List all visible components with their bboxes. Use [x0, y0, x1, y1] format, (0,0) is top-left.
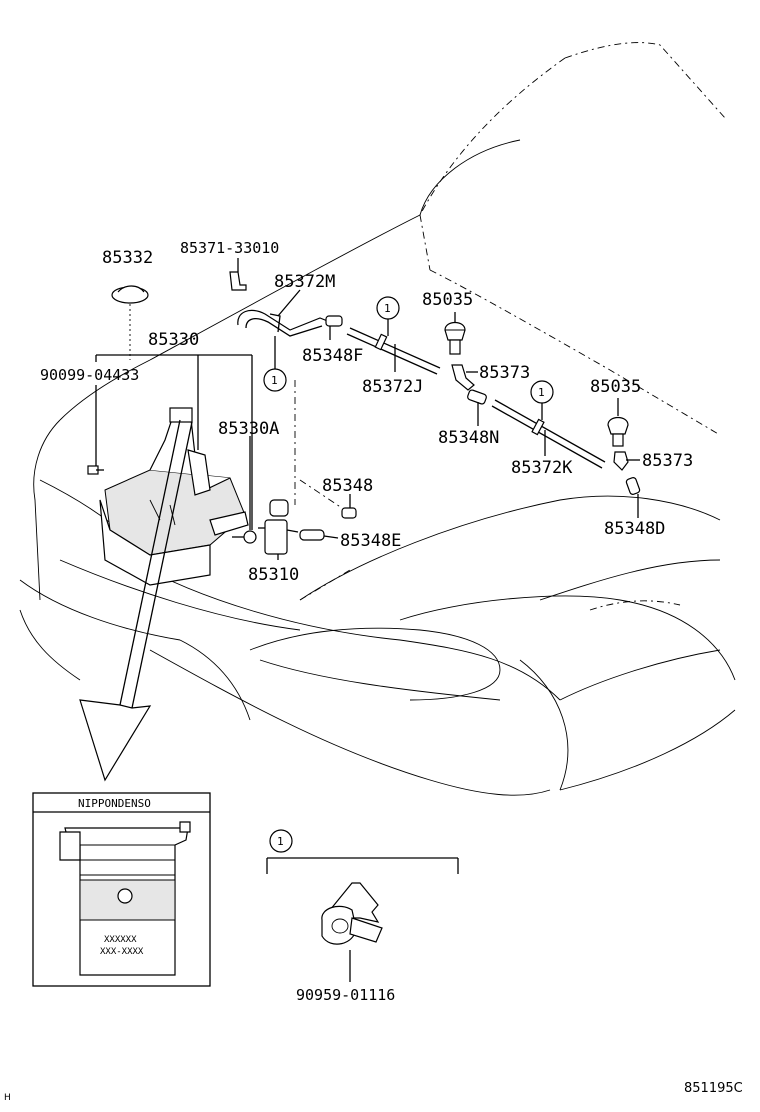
washer-nozzle-1 [444, 321, 466, 355]
joint-85348D [625, 477, 641, 495]
inset-brand: NIPPONDENSO [78, 797, 151, 810]
leader-lines [95, 258, 640, 982]
label-90959-01116: 90959-01116 [296, 986, 395, 1004]
joint-85348N [467, 389, 487, 405]
label-85372J: 85372J [362, 377, 423, 397]
label-85372M: 85372M [274, 272, 335, 292]
label-85373-1: 85373 [479, 363, 530, 383]
legend-clip [266, 829, 459, 945]
diagram-code: 851195C [684, 1081, 743, 1096]
washer-pump [258, 499, 299, 555]
label-85035-2: 85035 [590, 377, 641, 397]
inset-detail [32, 792, 211, 987]
washer-cap [111, 285, 149, 304]
callouts [263, 296, 554, 404]
hose-85373-2 [613, 451, 629, 471]
tube-85372K [491, 399, 606, 469]
callout-1-tube-j: 1 [384, 302, 391, 315]
corner-mark: H [4, 1093, 11, 1103]
hose-85373-1 [451, 364, 475, 391]
inset-line-1: XXXXXX [104, 935, 137, 945]
callout-1-hose: 1 [271, 374, 278, 387]
label-85330: 85330 [148, 330, 199, 350]
clip-85371 [229, 271, 247, 291]
hose-85348E [299, 529, 325, 541]
callout-numbers: 1 1 1 1 [271, 302, 545, 848]
callout-1-tube-k: 1 [538, 386, 545, 399]
label-85330A: 85330A [218, 419, 279, 439]
vehicle-outline [19, 42, 736, 796]
inset-line-2: XXX-XXXX [100, 947, 144, 957]
label-90099-04433: 90099-04433 [40, 366, 139, 384]
label-85373-2: 85373 [642, 451, 693, 471]
bolt [87, 465, 104, 475]
inset-text: NIPPONDENSO XXXXXX XXX-XXXX [78, 797, 151, 957]
label-85348: 85348 [322, 476, 373, 496]
detail-arrow [79, 419, 193, 782]
label-85348N: 85348N [438, 428, 499, 448]
label-85310: 85310 [248, 565, 299, 585]
hose-85372M [237, 309, 343, 337]
label-85035-1: 85035 [422, 290, 473, 310]
label-85371-33010: 85371-33010 [180, 239, 279, 257]
label-85372K: 85372K [511, 458, 573, 478]
label-85348D: 85348D [604, 519, 665, 539]
part-labels: 85332 85371-33010 85372M 85330 90099-044… [40, 239, 693, 1004]
label-85348F: 85348F [302, 346, 363, 366]
label-85332: 85332 [102, 248, 153, 268]
label-85348E: 85348E [340, 531, 401, 551]
grommet-85348 [341, 507, 357, 519]
callout-1-legend: 1 [277, 835, 284, 848]
washer-nozzle-2 [607, 416, 629, 447]
